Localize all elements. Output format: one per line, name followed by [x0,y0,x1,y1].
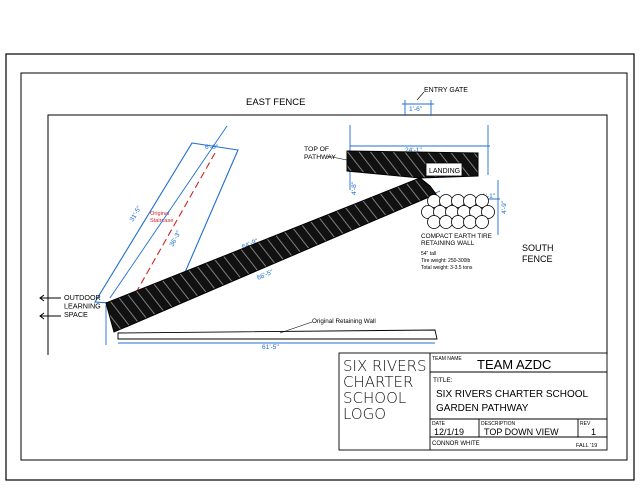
outdoor-line-1: OUTDOOR [64,293,101,302]
east-fence-label: EAST FENCE [246,97,305,108]
tire-wall-note-3: Total weight: 3-3.5 tons [421,265,473,271]
title-label: TITLE: [433,377,453,384]
retaining-wall-leader [279,321,313,334]
staircase-centerline [124,152,216,313]
original-retaining-wall-label: Original Retaining Wall [312,318,376,325]
inner-border [20,72,628,461]
tire-wall-title: COMPACT EARTH TIRE RETAINING WALL [421,233,494,247]
site-boundary [47,114,608,355]
logo-line-1: SIX RIVERS [343,357,427,375]
dim-bottom-run: 61'-5" [262,344,279,351]
staircase-label-line-2: Staircase [150,218,173,224]
staircase-label-line-1: Original [150,211,169,217]
title-line-2: GARDEN PATHWAY [436,403,529,414]
outdoor-learning-space-label: OUTDOOR LEARNING SPACE [64,293,103,319]
school-logo-text: SIX RIVERS CHARTER SCHOOL LOGO [343,357,427,423]
outer-border [5,53,635,481]
logo-line-3: SCHOOL [343,389,406,407]
description-label: DESCRIPTION [481,421,516,427]
outdoor-line-2: LEARNING [64,302,101,311]
south-fence-line-2: FENCE [522,254,553,264]
top-of-pathway-line-1: TOP OF [304,146,329,153]
outdoor-line-3: SPACE [64,310,88,319]
logo-line-4: LOGO [343,405,386,423]
original-staircase-label: Original Staircase [150,211,173,224]
dim-stair-top: 6'-8" [205,144,219,151]
tire-circle [475,194,489,208]
dim-landing-top: 24'-1" [405,147,422,154]
dim-landing-left: 4'-8" [351,181,358,195]
date-label: DATE [432,421,446,427]
tire-circle [475,215,489,229]
tire-circle [463,215,477,229]
south-fence-line-1: SOUTH [522,243,554,253]
tire-circle [439,215,453,229]
rev-value: 1 [591,427,596,437]
tire-circle [451,215,465,229]
tire-wall-note-2: Tire weight: 250-300lb [421,258,471,264]
title-block [338,352,608,451]
south-fence-label: SOUTH FENCE [522,243,556,264]
landing-box [425,162,463,177]
date-value: 12/1/19 [434,427,464,437]
top-of-pathway-leader [326,155,348,161]
dim-gate-width: 1'-6" [409,106,423,113]
title-line-1: SIX RIVERS CHARTER SCHOOL [436,389,589,400]
tire-wall-notes: 54" tall Tire weight: 250-300lb Total we… [421,251,473,271]
tire-circle [481,205,495,219]
dim-right-small: 1'-1" [482,193,496,200]
drafter-name: CONNOR WHITE [432,441,480,447]
tire-retaining-wall [421,194,495,229]
tire-wall-title-line-2: RETAINING WALL [421,240,475,247]
description-value: TOP DOWN VIEW [484,427,559,437]
team-name-label: TEAM NAME [432,356,462,362]
dim-landing-right: 4'-9" [501,200,508,214]
landing-label: LANDING [429,168,460,175]
top-of-pathway-label: TOP OF PATHWAY [304,146,336,161]
tire-wall-title-line-1: COMPACT EARTH TIRE [421,233,492,240]
outdoor-arrows [39,294,61,320]
logo-line-2: CHARTER [343,373,413,391]
tire-wall-note-1: 54" tall [421,251,436,257]
team-name: TEAM AZDC [477,357,551,372]
tire-circle [427,215,441,229]
dim-path-bottom: 66'-5" [256,269,275,282]
garden-pathway [105,177,437,333]
original-retaining-wall [117,329,438,340]
dim-stair-left: 31'-5" [129,204,144,223]
entry-gate-leader [416,91,425,101]
rev-label: REV [580,421,591,427]
entry-gate-label: ENTRY GATE [424,87,468,94]
top-of-pathway-line-2: PATHWAY [304,154,336,161]
term-label: FALL '19 [576,443,597,449]
